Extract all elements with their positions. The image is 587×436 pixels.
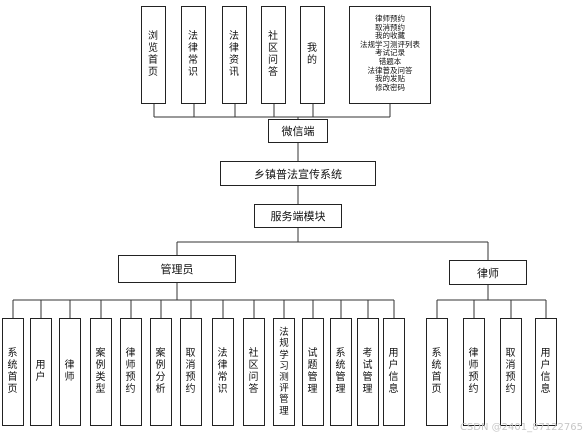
module-label: 律师预约 <box>125 348 137 395</box>
admin-module-user: 用户 <box>30 318 52 426</box>
mine-item: 法规学习测评列表 <box>360 39 420 49</box>
server-module-node: 服务端模块 <box>254 204 342 228</box>
admin-node: 管理员 <box>118 255 236 283</box>
wechat-module-browse-home: 浏览首页 <box>141 6 166 104</box>
node-label: 管理员 <box>160 263 194 276</box>
module-label: 用户 <box>35 360 47 383</box>
module-label: 案例分析 <box>155 348 167 395</box>
watermark-text: CSDN @2401_87122765 <box>459 422 583 433</box>
wechat-module-legal-news: 法律资讯 <box>222 6 247 104</box>
admin-module-lawyer-booking: 律师预约 <box>120 318 142 426</box>
module-label: 律师预约 <box>468 348 480 395</box>
module-label: 法律资讯 <box>229 31 240 78</box>
wechat-module-community-qa: 社区问答 <box>261 6 286 104</box>
module-label: 浏览首页 <box>148 31 159 78</box>
lawyer-module-lawyer-booking: 律师预约 <box>463 318 485 426</box>
module-label: 社区问答 <box>268 31 279 78</box>
mine-item: 取消预约 <box>375 22 405 32</box>
system-node: 乡镇普法宣传系统 <box>220 161 376 186</box>
module-label: 试题管理 <box>307 348 319 395</box>
module-label: 法律常识 <box>217 348 229 395</box>
lawyer-node: 律师 <box>449 260 527 285</box>
module-label: 案例类型 <box>95 348 107 395</box>
node-label: 律师 <box>477 266 499 280</box>
wechat-client-node: 微信端 <box>268 119 328 143</box>
admin-module-user-info: 用户信息 <box>383 318 405 426</box>
admin-module-community-qa: 社区问答 <box>243 318 265 426</box>
mine-item: 我的收藏 <box>375 31 405 41</box>
admin-module-study-assessment: 法规学习测评管理 <box>273 318 295 426</box>
admin-module-cancel-booking: 取消预约 <box>180 318 202 426</box>
module-label: 法规学习测评管理 <box>279 327 289 417</box>
module-label: 我的 <box>307 43 318 66</box>
mine-item: 我的发贴 <box>375 74 405 84</box>
admin-module-case-type: 案例类型 <box>90 318 112 426</box>
module-label: 用户信息 <box>540 348 552 395</box>
admin-module-legal-knowledge: 法律常识 <box>212 318 234 426</box>
module-label: 律师 <box>64 360 76 383</box>
module-label: 系统管理 <box>335 348 347 395</box>
admin-module-exam-management: 考试管理 <box>357 318 379 426</box>
module-label: 法律常识 <box>188 31 199 78</box>
lawyer-module-user-info: 用户信息 <box>535 318 557 426</box>
mine-item: 律师预约 <box>375 14 405 23</box>
admin-module-lawyer: 律师 <box>59 318 81 426</box>
module-label: 考试管理 <box>362 348 374 395</box>
mine-submenu-list: 律师预约 取消预约 我的收藏 法规学习测评列表 考试记录 错题本 法律普及问答 … <box>349 6 431 104</box>
admin-module-case-analysis: 案例分析 <box>150 318 172 426</box>
module-label: 用户信息 <box>388 348 400 395</box>
module-label: 社区问答 <box>248 348 260 395</box>
mine-item: 修改密码 <box>375 82 405 92</box>
wechat-module-legal-knowledge: 法律常识 <box>181 6 206 104</box>
mine-item: 考试记录 <box>375 48 405 58</box>
node-label: 微信端 <box>281 125 315 138</box>
lawyer-module-system-home: 系统首页 <box>426 318 448 426</box>
module-label: 取消预约 <box>185 348 197 395</box>
lawyer-module-cancel-booking: 取消预约 <box>500 318 522 426</box>
mine-item: 法律普及问答 <box>367 65 413 75</box>
mine-item: 错题本 <box>378 56 402 66</box>
admin-module-system-management: 系统管理 <box>330 318 352 426</box>
wechat-module-mine: 我的 <box>300 6 325 104</box>
admin-module-question-management: 试题管理 <box>302 318 324 426</box>
node-label: 乡镇普法宣传系统 <box>254 167 342 181</box>
module-label: 系统首页 <box>431 348 443 395</box>
admin-module-system-home: 系统首页 <box>2 318 24 426</box>
module-label: 系统首页 <box>7 348 19 395</box>
module-label: 取消预约 <box>505 348 517 395</box>
node-label: 服务端模块 <box>270 210 326 223</box>
